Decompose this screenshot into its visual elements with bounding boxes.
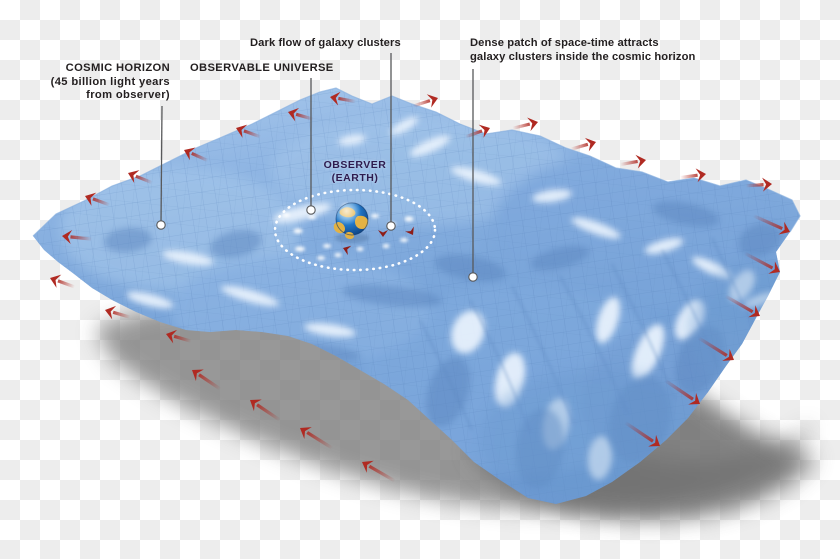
galaxy-icon — [371, 214, 379, 218]
inner-flow-arrow — [405, 226, 414, 235]
expansion-arrow — [362, 460, 396, 483]
expansion-arrow — [743, 251, 780, 274]
expansion-arrow — [697, 336, 734, 361]
expansion-arrow — [570, 137, 596, 152]
expansion-arrow — [512, 117, 538, 132]
inner-flow-arrow — [343, 245, 352, 256]
inner-flow-arrow — [378, 230, 388, 237]
expansion-arrow — [752, 214, 790, 235]
expansion-arrow — [236, 124, 261, 139]
galaxy-icon — [317, 256, 325, 260]
expansion-arrow — [166, 329, 192, 344]
leader-lines — [156, 53, 478, 282]
expansion-arrows — [50, 91, 790, 483]
expansion-arrow — [62, 230, 93, 244]
leader-line-dense-patch — [468, 69, 478, 282]
label-dense-patch: Dense patch of space-time attracts galax… — [470, 37, 696, 63]
leader-line-observable-universe — [306, 78, 316, 215]
galaxy-icon — [382, 244, 390, 248]
expansion-arrow — [50, 274, 75, 289]
cosmic-horizon-ellipse — [273, 188, 437, 272]
label-dark-flow: Dark flow of galaxy clusters — [250, 37, 401, 49]
label-cosmic-horizon: COSMIC HORIZON (45 billion light years f… — [50, 62, 170, 102]
expansion-arrow — [85, 192, 110, 207]
expansion-arrow — [300, 427, 334, 450]
expansion-arrow — [128, 170, 153, 185]
galaxy-icon — [400, 238, 408, 242]
expansion-arrow — [192, 369, 222, 391]
expansion-arrow — [465, 124, 490, 139]
galaxy-icon — [334, 253, 342, 257]
expansion-arrow — [745, 177, 772, 192]
galaxy-icon — [404, 216, 414, 222]
inner-flow-arrows — [343, 226, 414, 256]
leader-line-cosmic-horizon — [156, 105, 166, 230]
expansion-arrow — [330, 91, 356, 106]
expansion-arrow — [250, 399, 281, 422]
expansion-arrow — [680, 168, 706, 183]
expansion-arrow — [288, 107, 314, 122]
galaxy-icon — [356, 247, 364, 251]
expansion-arrow — [105, 305, 131, 320]
expansion-arrow — [664, 379, 700, 405]
galaxy-icon — [295, 246, 305, 252]
label-observer-earth: OBSERVER (EARTH) — [323, 159, 387, 185]
expansion-arrow — [724, 294, 760, 318]
expansion-arrow — [624, 421, 660, 447]
expansion-arrow — [412, 94, 438, 108]
galaxy-icon — [308, 215, 316, 219]
galaxy-icon — [282, 213, 290, 217]
leader-line-dark-flow — [386, 53, 396, 231]
earth-globe-icon — [333, 202, 369, 243]
label-observable-universe: OBSERVABLE UNIVERSE — [190, 62, 334, 74]
expansion-arrow — [184, 147, 209, 163]
galaxy-icon — [323, 244, 331, 248]
galaxy-icon — [293, 228, 303, 234]
expansion-arrow — [620, 154, 646, 169]
